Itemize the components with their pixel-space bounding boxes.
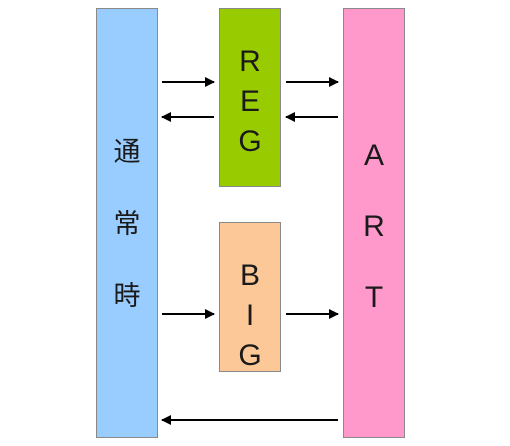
big-label-char-3: G	[238, 339, 262, 372]
reg-label-char-2: E	[239, 85, 260, 118]
art-state-box: A R T	[343, 8, 405, 438]
big-label-char-1: B	[239, 259, 260, 292]
art-label-char-2: R	[363, 210, 385, 243]
normal-state-box: 通 常 時	[96, 8, 158, 438]
big-label-char-2: I	[245, 299, 255, 332]
art-label-char-1: A	[363, 139, 384, 172]
normal-label-char-2: 常	[113, 209, 141, 240]
normal-label-char-1: 通	[113, 137, 141, 168]
reg-state-box: R E G	[219, 8, 281, 187]
art-label-char-3: T	[364, 281, 384, 314]
reg-label-char-1: R	[239, 45, 261, 78]
reg-label-char-3: G	[238, 125, 262, 158]
normal-label-char-3: 時	[113, 281, 141, 312]
big-state-box: B I G	[219, 222, 281, 372]
